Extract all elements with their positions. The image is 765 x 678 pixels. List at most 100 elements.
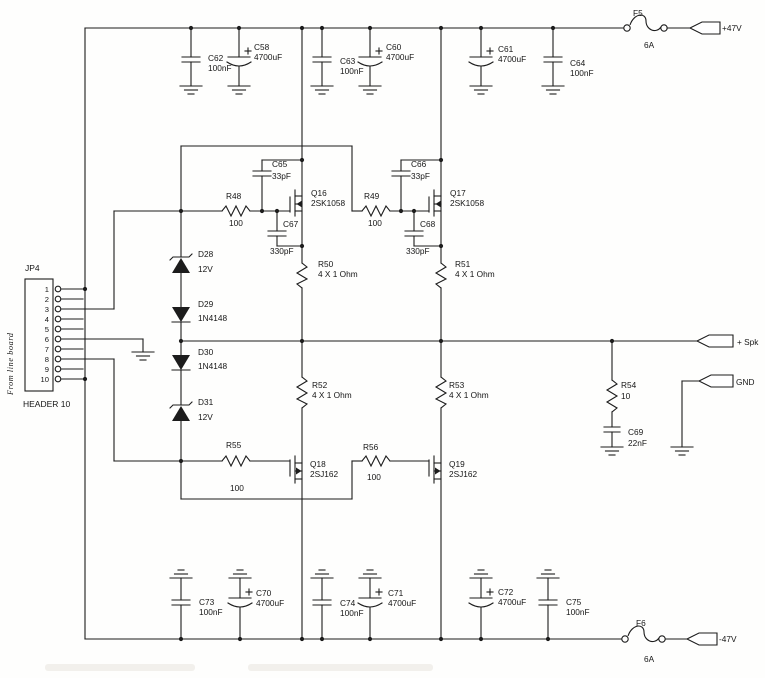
plus-mark xyxy=(486,47,494,55)
jp4-note: From line board xyxy=(6,332,15,396)
cap-c73-symbol xyxy=(169,569,193,640)
resistor-r51-symbol xyxy=(434,262,448,342)
cap-c60-symbol xyxy=(357,27,383,95)
neg-rail-label: -47V xyxy=(719,634,737,644)
scan-artifact xyxy=(45,664,433,671)
q16-ref: Q16 xyxy=(311,188,327,198)
r56-value: 100 xyxy=(367,472,381,482)
plus-mark xyxy=(486,588,494,596)
cap-c74-symbol xyxy=(310,569,334,640)
c60-ref: C60 xyxy=(386,42,402,52)
r54-ref: R54 xyxy=(621,380,637,390)
gnd-connector-branch xyxy=(670,374,734,456)
pin-4: 4 xyxy=(45,315,49,324)
pin-5: 5 xyxy=(45,325,49,334)
c69-value: 22nF xyxy=(628,438,647,448)
c71-ref: C71 xyxy=(388,588,404,598)
d28-ref: D28 xyxy=(198,249,214,259)
f5-ref: F5 xyxy=(633,8,643,18)
cap-c71-symbol xyxy=(357,569,383,640)
resistor-r50-symbol xyxy=(295,262,309,342)
f6-ref: F6 xyxy=(636,618,646,628)
cap-c61-symbol xyxy=(468,27,494,95)
r54-value: 10 xyxy=(621,391,631,401)
fuse-f6-symbol xyxy=(621,625,666,643)
c72-value: 4700uF xyxy=(498,597,526,607)
neg-rail-tag xyxy=(685,632,718,646)
junction-dots xyxy=(82,25,615,642)
pin-1: 1 xyxy=(45,285,49,294)
d28-value: 12V xyxy=(198,264,213,274)
c70-value: 4700uF xyxy=(256,598,284,608)
pos-rail-tag xyxy=(688,21,721,35)
mosfet-q16-symbol xyxy=(289,189,303,217)
q19-part: 2SJ162 xyxy=(449,469,478,479)
labels: C62 100nF C58 4700uF C63 100nF C60 4700u… xyxy=(6,8,759,664)
c63-value: 100nF xyxy=(340,66,364,76)
r50-value: 4 X 1 Ohm xyxy=(318,269,358,279)
speaker-tag xyxy=(695,334,734,348)
resistor-r48-symbol xyxy=(113,204,291,218)
c61-ref: C61 xyxy=(498,44,514,54)
jp4-type: HEADER 10 xyxy=(23,399,71,409)
gnd-label: GND xyxy=(736,377,754,387)
diode-string xyxy=(169,210,193,462)
input-bus-upper xyxy=(180,145,353,212)
r52-ref: R52 xyxy=(312,380,328,390)
c75-value: 100nF xyxy=(566,607,590,617)
c62-value: 100nF xyxy=(208,63,232,73)
zobel-r54-c69 xyxy=(600,340,624,456)
q19-ref: Q19 xyxy=(449,459,465,469)
speaker-label: + Spk xyxy=(737,337,759,347)
r55-ref: R55 xyxy=(226,440,242,450)
c63-ref: C63 xyxy=(340,56,356,66)
power-rails xyxy=(84,27,691,640)
mosfet-q18-symbol xyxy=(289,455,303,484)
pos-rail-label: +47V xyxy=(722,23,742,33)
q17-part: 2SK1058 xyxy=(450,198,485,208)
r55-value: 100 xyxy=(230,483,244,493)
r53-ref: R53 xyxy=(449,380,465,390)
r49-ref: R49 xyxy=(364,191,380,201)
c58-value: 4700uF xyxy=(254,52,282,62)
cap-c70-symbol xyxy=(227,569,253,640)
pin-8: 8 xyxy=(45,355,49,364)
r50-ref: R50 xyxy=(318,259,334,269)
c66-ref: C66 xyxy=(411,159,427,169)
drain-verticals xyxy=(301,27,442,264)
fuse-f5-symbol xyxy=(623,14,668,32)
c71-value: 4700uF xyxy=(388,598,416,608)
q16-part: 2SK1058 xyxy=(311,198,346,208)
cap-c68-symbol xyxy=(404,210,442,247)
c65-value: 33pF xyxy=(272,171,291,181)
c67-ref: C67 xyxy=(283,219,299,229)
d29-value: 1N4148 xyxy=(198,313,227,323)
q17-ref: Q17 xyxy=(450,188,466,198)
cap-c75-symbol xyxy=(536,569,560,640)
d31-value: 12V xyxy=(198,412,213,422)
d30-value: 1N4148 xyxy=(198,361,227,371)
r51-value: 4 X 1 Ohm xyxy=(455,269,495,279)
mosfet-q17-symbol xyxy=(428,189,442,217)
plus-mark xyxy=(375,588,383,596)
source-verticals-lower xyxy=(295,340,448,640)
cap-c64-symbol xyxy=(541,27,565,95)
plus-mark xyxy=(375,47,383,55)
cap-c66-symbol xyxy=(391,159,442,212)
c73-ref: C73 xyxy=(199,597,215,607)
cap-c67-symbol xyxy=(267,210,303,247)
c74-value: 100nF xyxy=(340,608,364,618)
c75-ref: C75 xyxy=(566,597,582,607)
d29-ref: D29 xyxy=(198,299,214,309)
pin-6: 6 xyxy=(45,335,49,344)
pin-9: 9 xyxy=(45,365,49,374)
pin-7: 7 xyxy=(45,345,49,354)
c65-ref: C65 xyxy=(272,159,288,169)
pin-3: 3 xyxy=(45,305,49,314)
mosfet-q19-symbol xyxy=(428,455,442,484)
f6-rating: 6A xyxy=(644,654,655,664)
q18-ref: Q18 xyxy=(310,459,326,469)
c74-ref: C74 xyxy=(340,598,356,608)
